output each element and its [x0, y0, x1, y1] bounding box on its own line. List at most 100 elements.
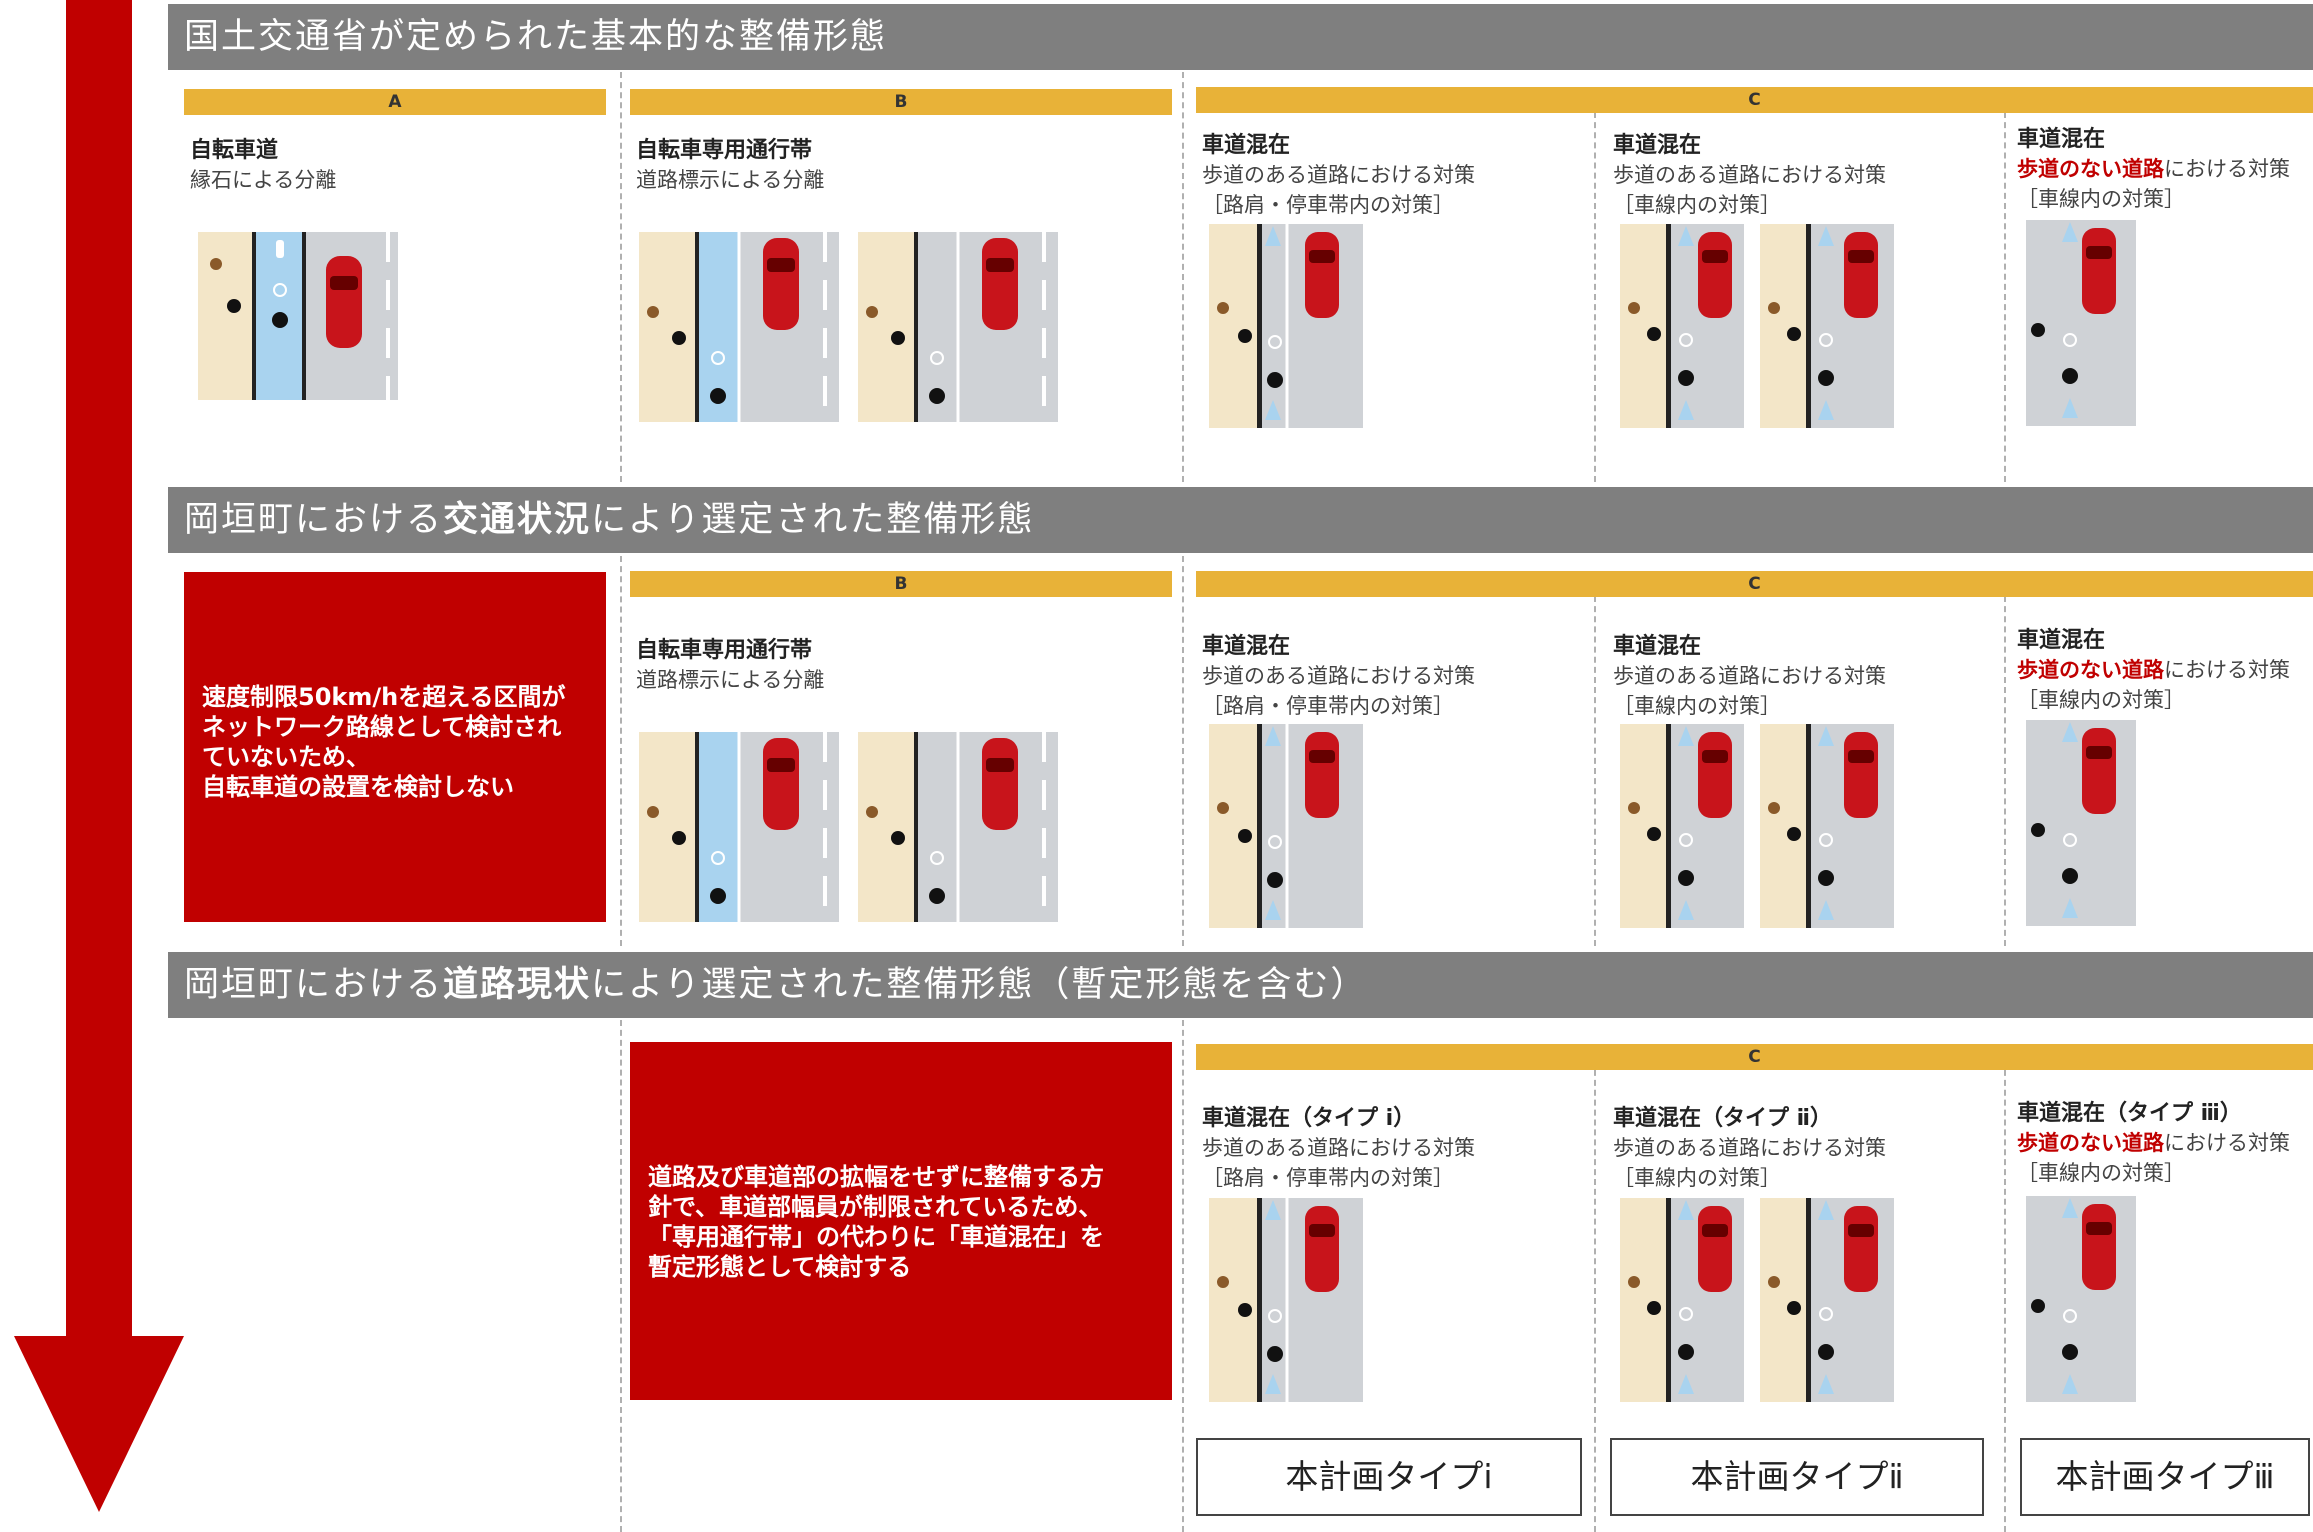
section-bar-traffic: 岡垣町における交通状況により選定された整備形態 [168, 487, 2313, 553]
bicycle-icon [929, 351, 945, 404]
caption-title: 車道混在 [1613, 634, 1702, 659]
column-divider [1594, 112, 1596, 482]
pedestrian-icon [647, 806, 686, 845]
car-icon [2082, 1204, 2116, 1290]
section-title-bold: 道路現状 [443, 965, 592, 1005]
caption-title: 車道混在（タイプ ⅲ） [2017, 1101, 2242, 1126]
pedestrian-icon [210, 258, 241, 313]
plan-type-2: 本計画タイプⅱ [1610, 1438, 1984, 1516]
pedestrian-icon [2031, 1299, 2045, 1313]
notice-no-cycle-track: 速度制限50km/hを超える区間が ネットワーク路線として検討され ていないため… [184, 572, 606, 922]
road-diagram-bike-lane [639, 232, 839, 422]
caption-b: 自転車専用通行帯 道路標示による分離 [636, 632, 824, 694]
column-divider [1594, 596, 1596, 946]
section-bar-national: 国土交通省が定められた基本的な整備形態 [168, 4, 2313, 70]
road-diagram-bike-lane [858, 732, 1058, 922]
column-divider [2004, 112, 2006, 482]
section-title-bold: 交通状況 [443, 500, 592, 540]
caption-title: 自転車専用通行帯 [636, 638, 813, 663]
car-icon [1698, 1206, 1732, 1292]
road-diagram-mixed-shoulder [1209, 224, 1363, 428]
caption-title: 自転車道 [190, 138, 279, 163]
pedestrian-icon [1628, 802, 1661, 841]
flow-arrow-shaft [66, 0, 132, 1340]
road-diagram-mixed-lane [1760, 1198, 1894, 1402]
column-divider [2004, 1060, 2006, 1532]
car-icon [1698, 232, 1732, 318]
pedestrian-icon [1768, 1276, 1801, 1315]
car-icon [982, 738, 1018, 830]
bicycle-icon [1267, 1309, 1283, 1362]
arrow-marking-icon [1678, 1200, 1694, 1394]
caption-a: 自転車道 縁石による分離 [190, 132, 336, 194]
road-diagram-no-sidewalk [2026, 1196, 2136, 1402]
caption-line: 歩道のある道路における対策 [1613, 664, 1886, 688]
caption-line: 道路標示による分離 [636, 168, 825, 192]
road-diagram-mixed-lane [1620, 224, 1744, 428]
pedestrian-icon [1628, 1276, 1661, 1315]
notice-line: 「専用通行帯」の代わりに「車道混在」を [648, 1223, 1104, 1251]
car-icon [763, 238, 799, 330]
caption-c1: 車道混在 歩道のある道路における対策 ［路肩・停車帯内の対策］ [1202, 628, 1475, 720]
car-icon [982, 238, 1018, 330]
plan-type-3: 本計画タイプⅲ [2020, 1438, 2310, 1516]
pedestrian-icon [2031, 823, 2045, 837]
arrow-marking-icon [1265, 726, 1281, 920]
caption-red-text: 歩道のない道路 [2017, 658, 2164, 682]
section-title-pre: 国土交通省が定められた基本的な整備形態 [184, 17, 888, 57]
pedestrian-icon [1628, 302, 1661, 341]
caption-line: ［車線内の対策］ [1613, 1166, 1781, 1190]
caption-line: ［車線内の対策］ [2017, 688, 2185, 712]
bicycle-icon [1678, 1307, 1694, 1360]
arrow-marking-icon [1678, 226, 1694, 420]
caption-c1-type: 車道混在（タイプ ⅰ） 歩道のある道路における対策 ［路肩・停車帯内の対策］ [1202, 1100, 1475, 1192]
caption-c2: 車道混在 歩道のある道路における対策 ［車線内の対策］ [1613, 127, 1886, 219]
arrow-marking-icon [1818, 1200, 1834, 1394]
arrow-marking-icon [1678, 726, 1694, 920]
caption-c3: 車道混在 歩道のない道路における対策 ［車線内の対策］ [2017, 622, 2290, 714]
arrow-marking-icon [1818, 726, 1834, 920]
caption-title: 車道混在 [1613, 133, 1702, 158]
notice-line: 暫定形態として検討する [648, 1253, 912, 1281]
pedestrian-icon [1217, 802, 1252, 843]
bicycle-icon [1678, 333, 1694, 386]
column-divider [620, 1020, 622, 1532]
caption-c3-type: 車道混在（タイプ ⅲ） 歩道のない道路における対策 ［車線内の対策］ [2017, 1095, 2290, 1187]
bicycle-icon [1267, 835, 1283, 888]
caption-line: ［路肩・停車帯内の対策］ [1202, 694, 1454, 718]
caption-red-text: 歩道のない道路 [2017, 1131, 2164, 1155]
caption-line: 歩道のある道路における対策 [1202, 163, 1475, 187]
road-diagram-mixed-lane [1760, 724, 1894, 928]
car-icon [2082, 228, 2116, 314]
car-icon [1305, 732, 1339, 818]
arrow-marking-icon [1265, 226, 1281, 420]
section-title-pre: 岡垣町における [184, 500, 444, 540]
notice-line: ていないため、 [202, 743, 370, 771]
pedestrian-icon [1768, 802, 1801, 841]
type-c-bar: C [1196, 571, 2313, 597]
caption-line: 歩道のある道路における対策 [1613, 163, 1886, 187]
bicycle-icon [2062, 1309, 2078, 1360]
road-diagram-mixed-shoulder [1209, 724, 1363, 928]
caption-line: ［車線内の対策］ [2017, 1161, 2185, 1185]
bicycle-icon [2062, 833, 2078, 884]
car-icon [1305, 232, 1339, 318]
caption-line: における対策 [2164, 1131, 2290, 1155]
column-divider [1182, 1020, 1184, 1532]
caption-line: 道路標示による分離 [636, 668, 825, 692]
road-diagram-bike-lane [639, 732, 839, 922]
road-diagram-cycle-track [198, 232, 398, 400]
notice-line: ネットワーク路線として検討され [202, 713, 562, 741]
pedestrian-icon [1768, 302, 1801, 341]
type-c-bar: C [1196, 87, 2313, 113]
bicycle-icon [710, 851, 726, 904]
caption-line: ［車線内の対策］ [2017, 187, 2185, 211]
notice-line: 道路及び車道部の拡幅をせずに整備する方 [648, 1163, 1104, 1191]
car-icon [326, 256, 362, 348]
caption-line: ［車線内の対策］ [1613, 694, 1781, 718]
car-icon [1698, 732, 1732, 818]
arrow-marking-icon [1818, 226, 1834, 420]
pedestrian-icon [866, 306, 905, 345]
car-icon [1844, 1206, 1878, 1292]
caption-line: 歩道のある道路における対策 [1202, 1136, 1475, 1160]
